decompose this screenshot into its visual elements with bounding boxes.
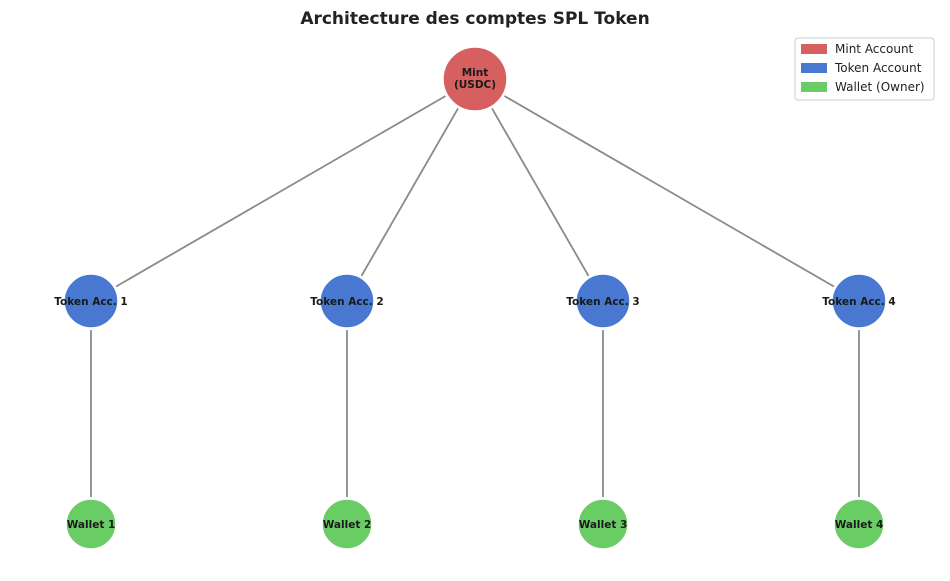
wallet-label-1: Wallet 1 xyxy=(67,519,116,531)
token-account-node-4 xyxy=(831,273,887,329)
legend-box xyxy=(794,37,935,101)
token-account-label-1: Token Acc. 1 xyxy=(54,296,127,308)
token-account-node-3 xyxy=(575,273,631,329)
edges xyxy=(90,95,860,497)
legend-label-token: Token Account xyxy=(834,61,922,75)
edge-mint-token-4 xyxy=(503,95,835,288)
edge-mint-token-2 xyxy=(360,108,459,277)
wallet-label-4: Wallet 4 xyxy=(835,519,884,531)
wallet-node-3 xyxy=(577,498,629,550)
edge-mint-token-3 xyxy=(491,108,590,277)
token-account-label-3: Token Acc. 3 xyxy=(566,296,639,308)
token-account-node-2 xyxy=(319,273,375,329)
legend-label-wallet: Wallet (Owner) xyxy=(835,80,925,94)
token-account-node-1 xyxy=(63,273,119,329)
wallet-label-3: Wallet 3 xyxy=(579,519,628,531)
wallet-label-2: Wallet 2 xyxy=(323,519,372,531)
token-account-label-2: Token Acc. 2 xyxy=(310,296,383,308)
legend-label-mint: Mint Account xyxy=(835,42,914,56)
diagram-title: Architecture des comptes SPL Token xyxy=(300,9,649,29)
wallet-node-2 xyxy=(321,498,373,550)
token-account-label-4: Token Acc. 4 xyxy=(822,296,895,308)
legend-swatch-mint xyxy=(801,44,827,54)
legend-swatch-wallet xyxy=(801,82,827,92)
edge-mint-token-1 xyxy=(115,95,447,288)
wallet-node-4 xyxy=(833,498,885,550)
mint-node-label-line1: Mint xyxy=(462,67,489,79)
legend-swatch-token xyxy=(801,63,827,73)
wallet-node-1 xyxy=(65,498,117,550)
mint-node xyxy=(442,46,508,112)
mint-node-label-line2: (USDC) xyxy=(454,79,496,91)
nodes: Mint(USDC) Token Acc. 1 Token Acc. 2 Token … xyxy=(54,46,896,550)
